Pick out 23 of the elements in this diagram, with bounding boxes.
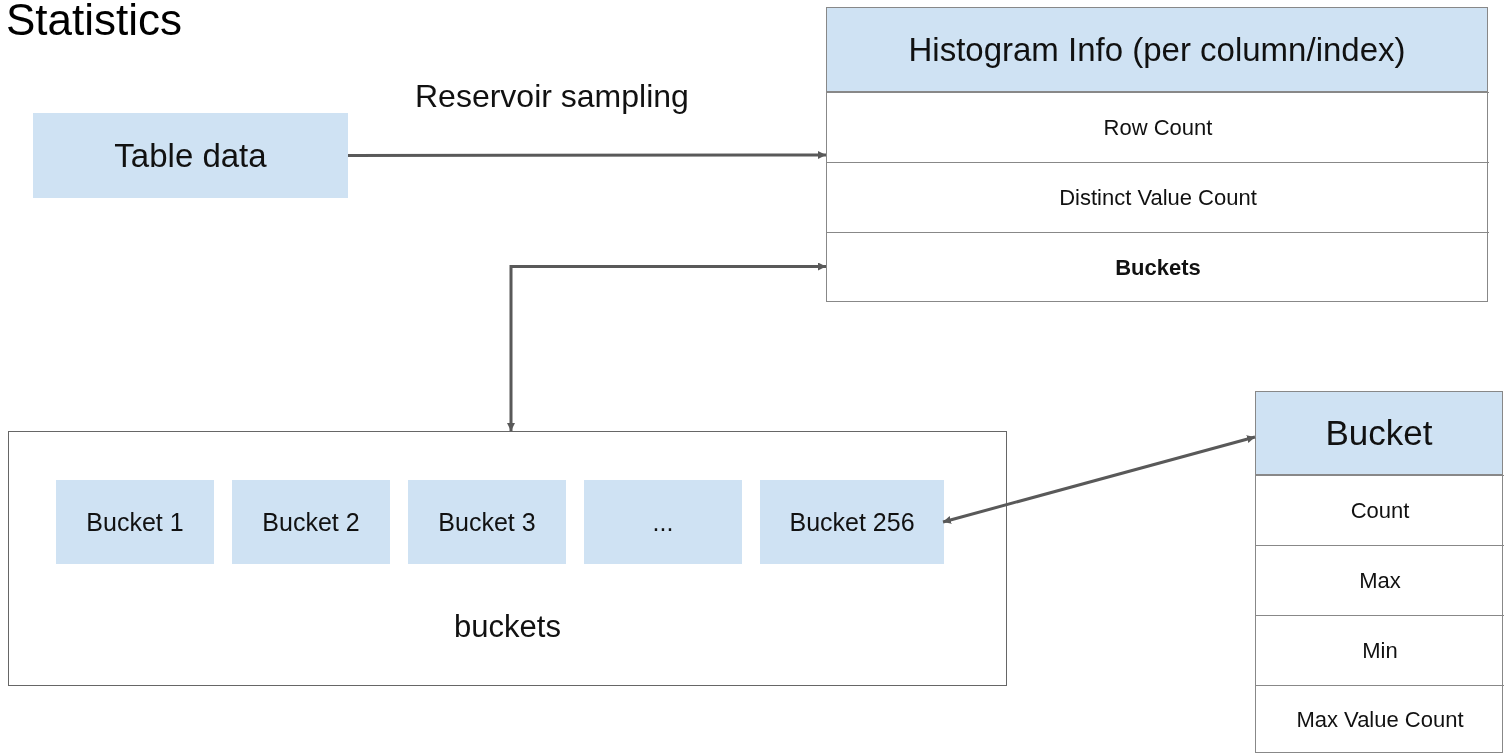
table-row: Max (1256, 545, 1504, 615)
process-box: Table data (33, 113, 348, 198)
table-header: Bucket (1256, 392, 1502, 475)
diagram-title: Statistics (6, 0, 183, 45)
container-label: buckets (453, 609, 562, 645)
arrow (348, 151, 826, 159)
table-header: Histogram Info (per column/index) (827, 8, 1487, 92)
arrow (942, 435, 1256, 524)
table-row: Min (1256, 615, 1504, 685)
container-box (8, 431, 1007, 686)
table-row: Max Value Count (1256, 685, 1504, 754)
table-row: Distinct Value Count (827, 162, 1489, 232)
bucket-box: Bucket 1 (56, 480, 214, 564)
table-row: Row Count (827, 92, 1489, 162)
arrow (507, 262, 826, 431)
bucket-box: Bucket 256 (760, 480, 944, 564)
table-row: Buckets (827, 232, 1489, 303)
bucket-box: Bucket 3 (408, 480, 566, 564)
table-row: Count (1256, 475, 1504, 545)
bucket-box: Bucket 2 (232, 480, 390, 564)
bucket-box: ... (584, 480, 742, 564)
record-table (826, 7, 1488, 302)
record-table (1255, 391, 1503, 753)
